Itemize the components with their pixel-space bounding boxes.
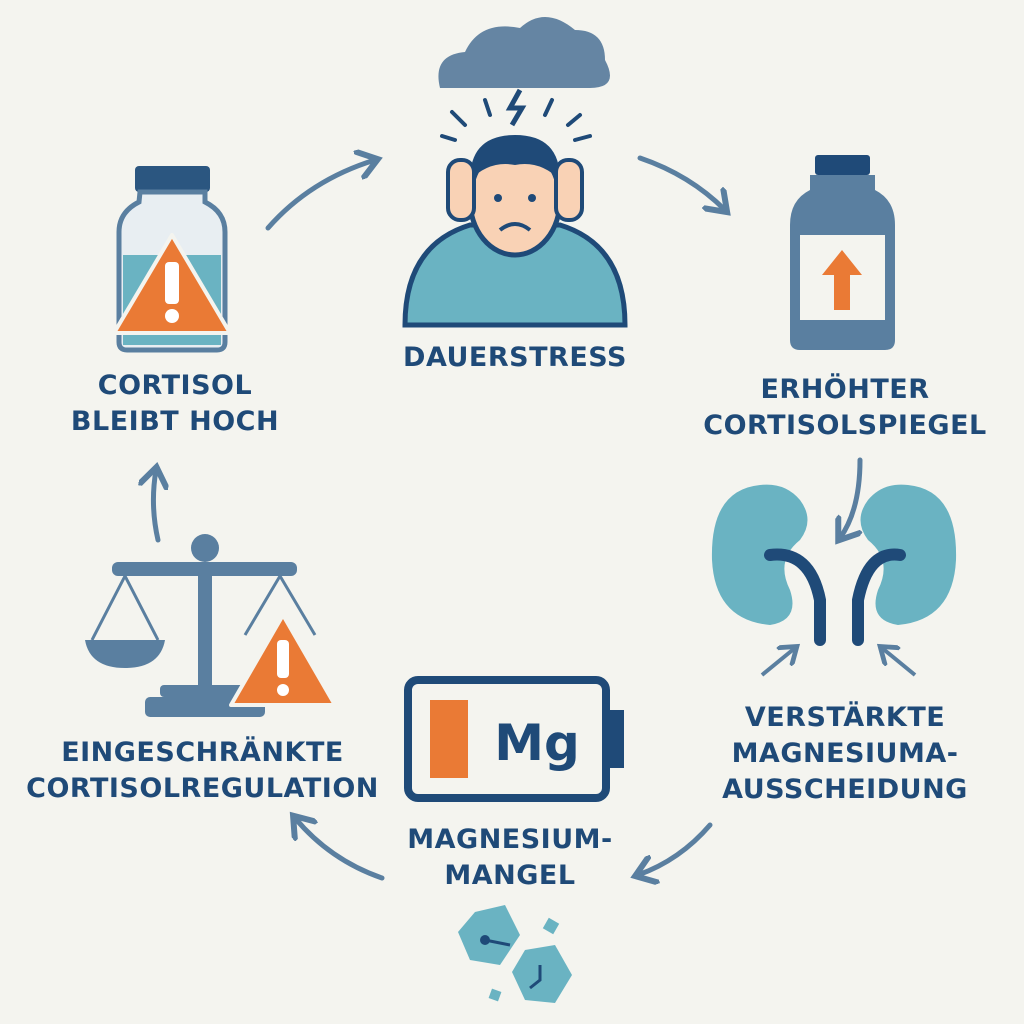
label-line: MAGNESIUM-: [407, 824, 613, 855]
arrow-5: [295, 818, 385, 881]
bottle-warning-icon: [112, 166, 232, 353]
label-line: ERHÖHTER: [760, 374, 930, 405]
battery-low-icon: Mg: [404, 676, 624, 802]
label-line: MANGEL: [444, 860, 576, 891]
arrow-2: [637, 155, 725, 210]
label-dauerstress: DAUERSTRESS: [380, 340, 650, 376]
label-line: VERSTÄRKTE: [744, 702, 946, 733]
label-line: EINGESCHRÄNKTE: [61, 737, 344, 768]
arrow-3: [840, 457, 860, 538]
label-line: CORTISOL: [97, 370, 253, 401]
arrow-1: [265, 160, 375, 231]
label-line: DAUERSTRESS: [403, 342, 627, 373]
label-line: AUSSCHEIDUNG: [722, 774, 968, 805]
label-cortisol-bleibt-hoch: CORTISOL BLEIBT HOCH: [55, 368, 295, 440]
scale-warning-icon: [85, 534, 337, 717]
label-verstaerkte-magnesiumausscheidung: VERSTÄRKTE MAGNESIUMA- AUSSCHEIDUNG: [700, 700, 990, 808]
label-line: CORTISOLREGULATION: [26, 773, 379, 804]
bottle-arrow-up-icon: [790, 155, 895, 350]
stressed-person-icon: [402, 98, 628, 328]
storm-cloud-icon: [438, 16, 610, 127]
label-erhoehter-cortisolspiegel: ERHÖHTER CORTISOLSPIEGEL: [690, 372, 1000, 444]
label-line: BLEIBT HOCH: [70, 406, 280, 437]
battery-text: Mg: [494, 714, 580, 772]
label-magnesium-mangel: MAGNESIUM- MANGEL: [385, 822, 635, 894]
label-line: MAGNESIUMA-: [731, 738, 959, 769]
label-line: CORTISOLSPIEGEL: [703, 410, 987, 441]
arrow-4: [638, 822, 713, 875]
label-eingeschraenkte-cortisolregulation: EINGESCHRÄNKTE CORTISOLREGULATION: [20, 735, 385, 807]
magnesium-crystals-icon: [458, 905, 572, 1003]
arrow-6: [153, 470, 158, 543]
kidneys-icon: [711, 484, 957, 677]
